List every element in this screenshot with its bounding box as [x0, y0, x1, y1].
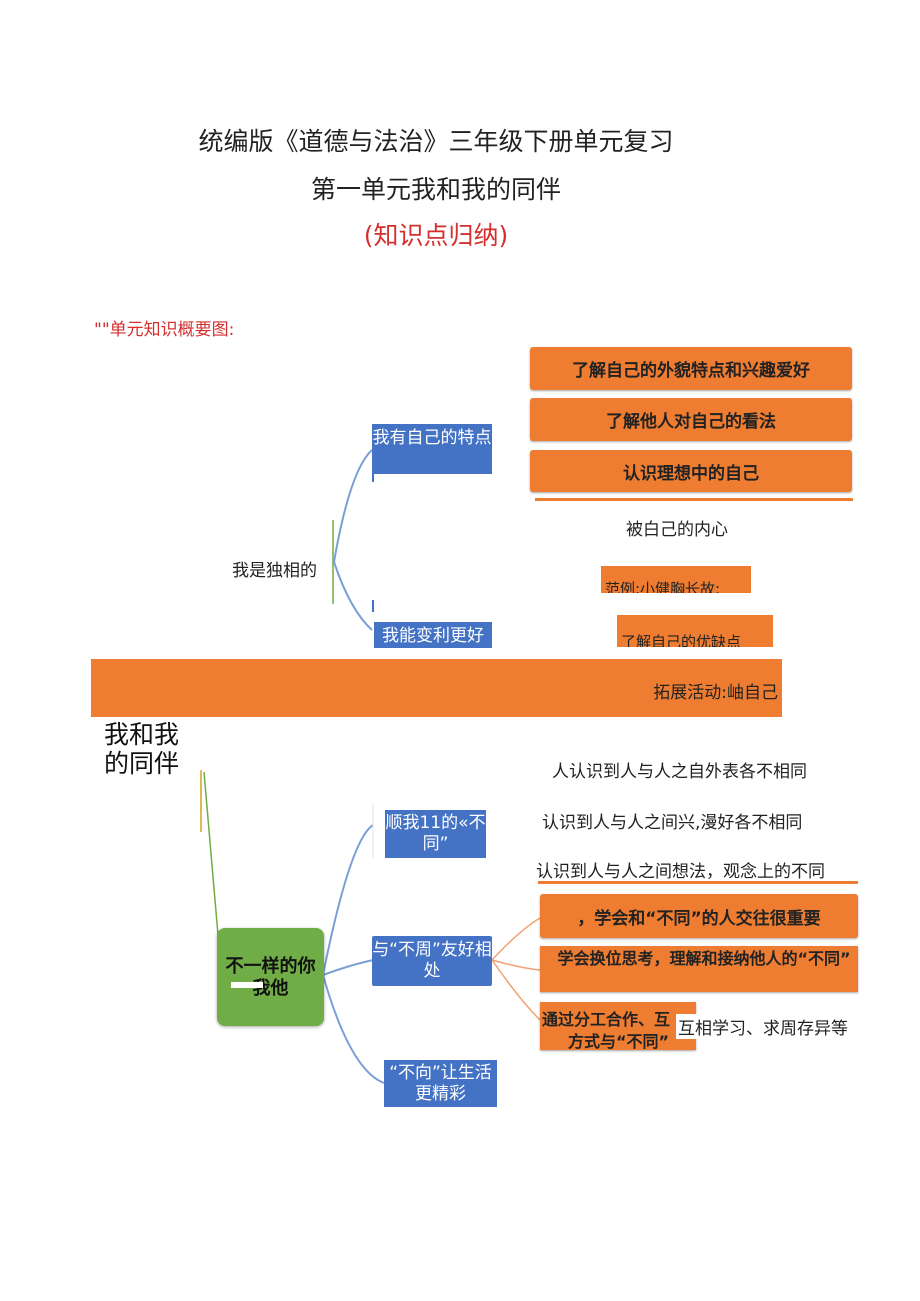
map2-leaf-cooperation: 通过分工合作、互 方式与“不同” — [540, 1002, 696, 1050]
map1-note: 被白己的内心 — [626, 520, 728, 540]
map2-leaf-empathy-text: 学会换位思考，理解和接纳他人的“不同” — [557, 949, 851, 968]
map1-clipped-box-edge — [535, 498, 853, 501]
map2-branch-get-along: 与“不周”友好相处 — [372, 936, 492, 986]
map2-branch-colorful: “不向”让生活更精彩 — [384, 1060, 497, 1107]
map1-leaf-appearance: 了解自己的外貌特点和兴趣爱好 — [530, 347, 852, 390]
map2-leaf-interests: 认识到人与人之间兴,漫好各不相同 — [542, 813, 803, 833]
map1-root: 我是独相的 — [232, 561, 317, 581]
map2-leaf-interact: ，学会和“不同”的人交往很重要 — [540, 894, 858, 938]
map1-clipped-leaf-strengths: 了解自己的优缺点 — [617, 615, 773, 647]
map2-root-mark — [231, 982, 263, 988]
map1-clipped-leaf-strengths-text: 了解自己的优缺点 — [617, 615, 773, 647]
doc-subtitle: 第一单元我和我的同伴 — [310, 175, 561, 204]
map2-root-node: 不一样的你我他 — [217, 928, 324, 1026]
map2-branch-differences: 顺我11的«不同” — [385, 810, 486, 858]
map1-banner-text: 拓展活动:岫自己 — [653, 683, 778, 703]
map1-leaf-ideal-self: 认识理想中的自己 — [530, 450, 852, 492]
map2-leaf-cooperation-line2: 方式与“不同” — [568, 1032, 670, 1050]
map2-leaf-empathy: 学会换位思考，理解和接纳他人的“不同” — [540, 946, 858, 992]
map2-leaf-cooperation-line1: 通过分工合作、互 — [542, 1010, 671, 1029]
map2-unit-title: 我和我的同伴 — [104, 720, 180, 778]
map2-clipped-box-edge — [538, 881, 858, 884]
map2-leaf-appearance: 人认识到人与人之自外表各不相同 — [552, 762, 807, 782]
map1-clipped-leaf-example: 范例:小健胸长故: — [601, 566, 751, 593]
section-label: ""单元知识概要图: — [94, 320, 235, 340]
map2-leaf-overlay-text: 互相学习、求周存异等 — [676, 1014, 848, 1039]
map1-branch-traits: 我有自己的特点 — [372, 424, 492, 474]
map2-root-text: 不一样的你我他 — [225, 956, 316, 999]
map1-banner: 拓展活动:岫自己 — [91, 659, 782, 717]
map1-branch-improve: 我能变利更好 — [374, 622, 492, 648]
map1-leaf-others-view: 了解他人对自己的看法 — [530, 398, 852, 441]
doc-subtitle-note: (知识点归纳) — [363, 221, 509, 250]
doc-title: 统编版《道德与法治》三年级下册单元复习 — [198, 127, 674, 156]
map2-leaf-ideas: 认识到人与人之间想法，观念上的不同 — [536, 862, 825, 882]
map1-clipped-leaf-example-text: 范例:小健胸长故: — [601, 566, 751, 593]
